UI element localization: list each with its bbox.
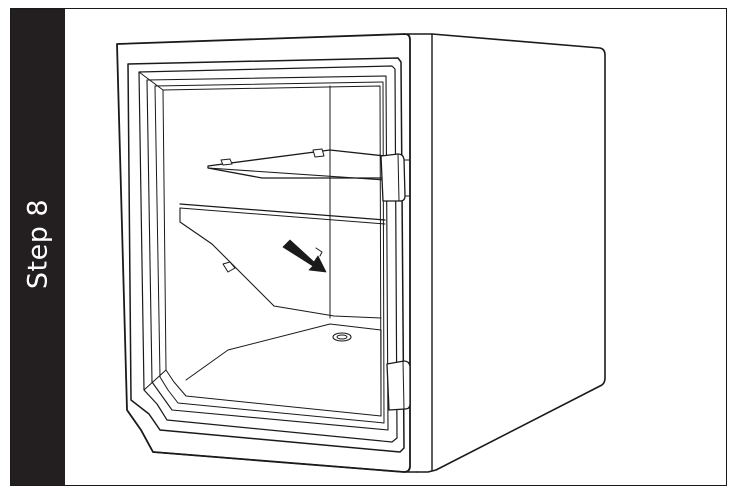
removal-arrow-icon [282, 239, 327, 273]
cabinet-outer-frame [116, 33, 411, 473]
lower-shelf-clip [222, 261, 236, 273]
drain-hole-inner [336, 334, 348, 340]
lower-shelf-rear-edge [179, 203, 386, 221]
step-side-band: Step 8 [11, 9, 65, 485]
door-frame-inner [138, 65, 398, 443]
lower-hinge [386, 360, 411, 411]
upper-hinge-bracket [403, 159, 411, 197]
gasket-bottom-corner [143, 369, 167, 391]
interior-floor [185, 323, 382, 413]
door-gasket-inner [154, 81, 385, 424]
shelf-clip-right [312, 148, 325, 158]
glass-pane [162, 85, 382, 417]
lower-hinge-pin [402, 360, 405, 410]
cabinet-side-panel [406, 33, 606, 473]
lower-shelf-rear-edge-2 [179, 207, 386, 225]
drain-hole [332, 332, 352, 342]
lower-shelf-clip-detail [315, 247, 323, 257]
upper-hinge [380, 153, 406, 202]
cabinet-base [140, 429, 418, 473]
door-frame-outer [127, 57, 405, 453]
lower-shelf-tilted [179, 207, 382, 319]
door-gasket [146, 75, 389, 431]
gasket-top-corner [138, 71, 164, 91]
upper-hinge-pin [397, 153, 400, 202]
upper-shelf-edge [207, 167, 386, 181]
shelf-clip-left [220, 158, 233, 166]
